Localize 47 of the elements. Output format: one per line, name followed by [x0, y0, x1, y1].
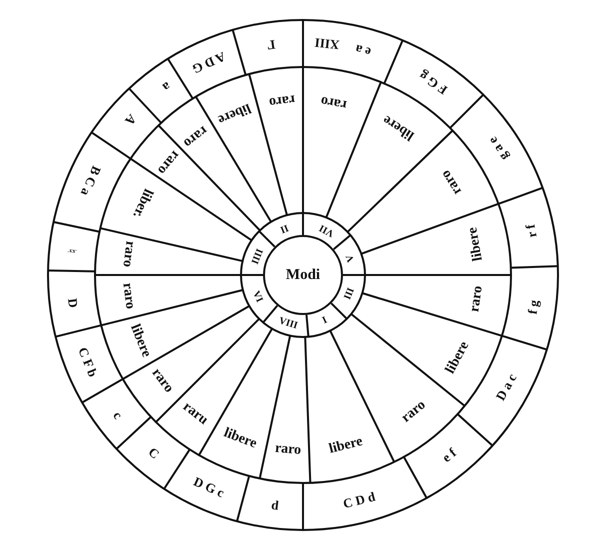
note-letters: f g: [525, 299, 540, 316]
mode-numeral: VII: [318, 222, 336, 238]
mode-numeral: I: [320, 316, 328, 327]
cell-text: raro: [399, 398, 428, 426]
note-letters: ♮: [66, 248, 79, 254]
note-letters: D G c: [191, 474, 226, 500]
mode-numeral: VIII: [278, 316, 299, 332]
mode-numeral: VI: [250, 289, 264, 304]
mode-numeral: V: [344, 252, 357, 263]
note-letters: C D d: [342, 490, 376, 510]
cell-text: raro: [274, 442, 302, 458]
cell-text: raro: [120, 240, 137, 268]
cell-text: raru: [180, 400, 210, 428]
note-letters: D: [66, 298, 80, 309]
cell-text: raro: [154, 147, 182, 176]
cell-text: libere: [466, 226, 486, 262]
note-letters: Γ: [266, 38, 276, 52]
cell-text: raro: [319, 92, 348, 111]
note-letters: B C a: [78, 164, 104, 198]
cell-text: raro: [268, 92, 296, 109]
center-label: Modi: [286, 266, 320, 284]
note-letters: C F b: [76, 345, 100, 379]
cell-text: libere: [216, 100, 253, 126]
note-letters: c: [110, 408, 125, 421]
mode-numeral: II: [278, 222, 290, 234]
note-letters: a: [160, 80, 174, 94]
mode-numeral: III: [343, 286, 358, 302]
cell-text: libere: [126, 322, 153, 360]
note-letters: XIII: [314, 36, 340, 52]
cell-text: raro: [148, 366, 176, 396]
note-letters: r f: [523, 223, 538, 238]
note-letters: C: [146, 444, 162, 461]
mode-numeral: IIII: [248, 246, 264, 265]
note-letters: g a e: [485, 134, 510, 163]
note-letters: e a: [354, 42, 372, 60]
cell-text: raro: [120, 282, 137, 310]
cell-text: raro: [468, 286, 486, 314]
cell-text: libere: [222, 426, 258, 452]
note-letters: D a c: [493, 372, 518, 403]
cell-text: liber.: [130, 186, 155, 220]
note-letters: F G g: [416, 68, 450, 97]
note-letters: d: [270, 498, 280, 512]
cell-text: raro: [180, 122, 210, 150]
note-letters: A D G: [190, 50, 228, 76]
cell-text: libere: [327, 434, 364, 457]
note-letters: A: [122, 112, 139, 128]
note-letters: e f: [440, 446, 458, 465]
